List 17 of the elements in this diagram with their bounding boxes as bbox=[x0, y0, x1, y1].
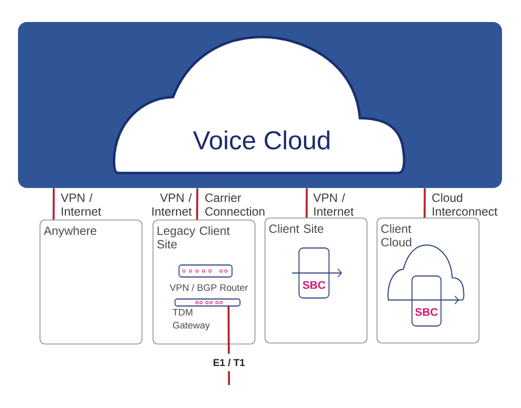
cloud-outline bbox=[388, 244, 464, 300]
device-label: VPN / BGP Router bbox=[170, 284, 248, 291]
sbc-box: SBC bbox=[412, 276, 442, 326]
connector-line bbox=[52, 188, 55, 220]
connector-line bbox=[306, 188, 308, 218]
edge-label: VPN / Internet bbox=[60, 192, 107, 217]
cloud: Voice Cloud bbox=[112, 36, 406, 174]
edge-label: E1 / T1 bbox=[210, 354, 248, 372]
connector-line bbox=[196, 188, 198, 220]
edge-label: VPN / Internet bbox=[312, 192, 360, 217]
site-box: Anywhere bbox=[40, 220, 142, 344]
line-label: VPN / Internet bbox=[146, 192, 193, 217]
edge-label: Cloud Interconnect bbox=[430, 192, 503, 217]
connector-line bbox=[424, 188, 426, 218]
sbc-box: SBC bbox=[298, 248, 330, 298]
edge-label: Carrier Connection bbox=[204, 192, 272, 217]
device-label: TDM Gateway bbox=[172, 309, 210, 330]
